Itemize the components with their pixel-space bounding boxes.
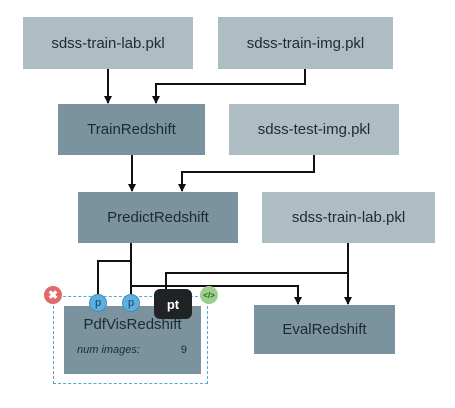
- code-icon[interactable]: </>: [200, 286, 218, 304]
- port-tooltip: pt: [154, 289, 192, 319]
- edge-predict-to-pdf-port1: [97, 243, 132, 294]
- node-title: PdfVisRedshift: [83, 316, 182, 333]
- node-sdss-test-img[interactable]: sdss-test-img.pkl: [229, 104, 399, 155]
- param-label: num images:: [77, 344, 140, 356]
- node-eval-redshift[interactable]: EvalRedshift: [254, 305, 395, 354]
- node-sdss-train-img[interactable]: sdss-train-img.pkl: [218, 17, 393, 69]
- edge-test-img-to-predict: [178, 155, 315, 192]
- edge-right-lab-to-pdf: [165, 243, 349, 294]
- node-train-redshift[interactable]: TrainRedshift: [58, 104, 205, 155]
- node-predict-redshift[interactable]: PredictRedshift: [78, 192, 238, 243]
- edge-train-img-to-train: [152, 69, 306, 104]
- delete-node-icon[interactable]: ✖: [44, 286, 62, 304]
- input-port-1[interactable]: p: [89, 294, 107, 312]
- param-value: 9: [180, 344, 187, 356]
- node-sdss-train-lab-right[interactable]: sdss-train-lab.pkl: [262, 192, 435, 243]
- input-port-2[interactable]: p: [122, 294, 140, 312]
- node-sdss-train-lab-top[interactable]: sdss-train-lab.pkl: [23, 17, 193, 69]
- edge-predict-to-eval: [130, 243, 302, 305]
